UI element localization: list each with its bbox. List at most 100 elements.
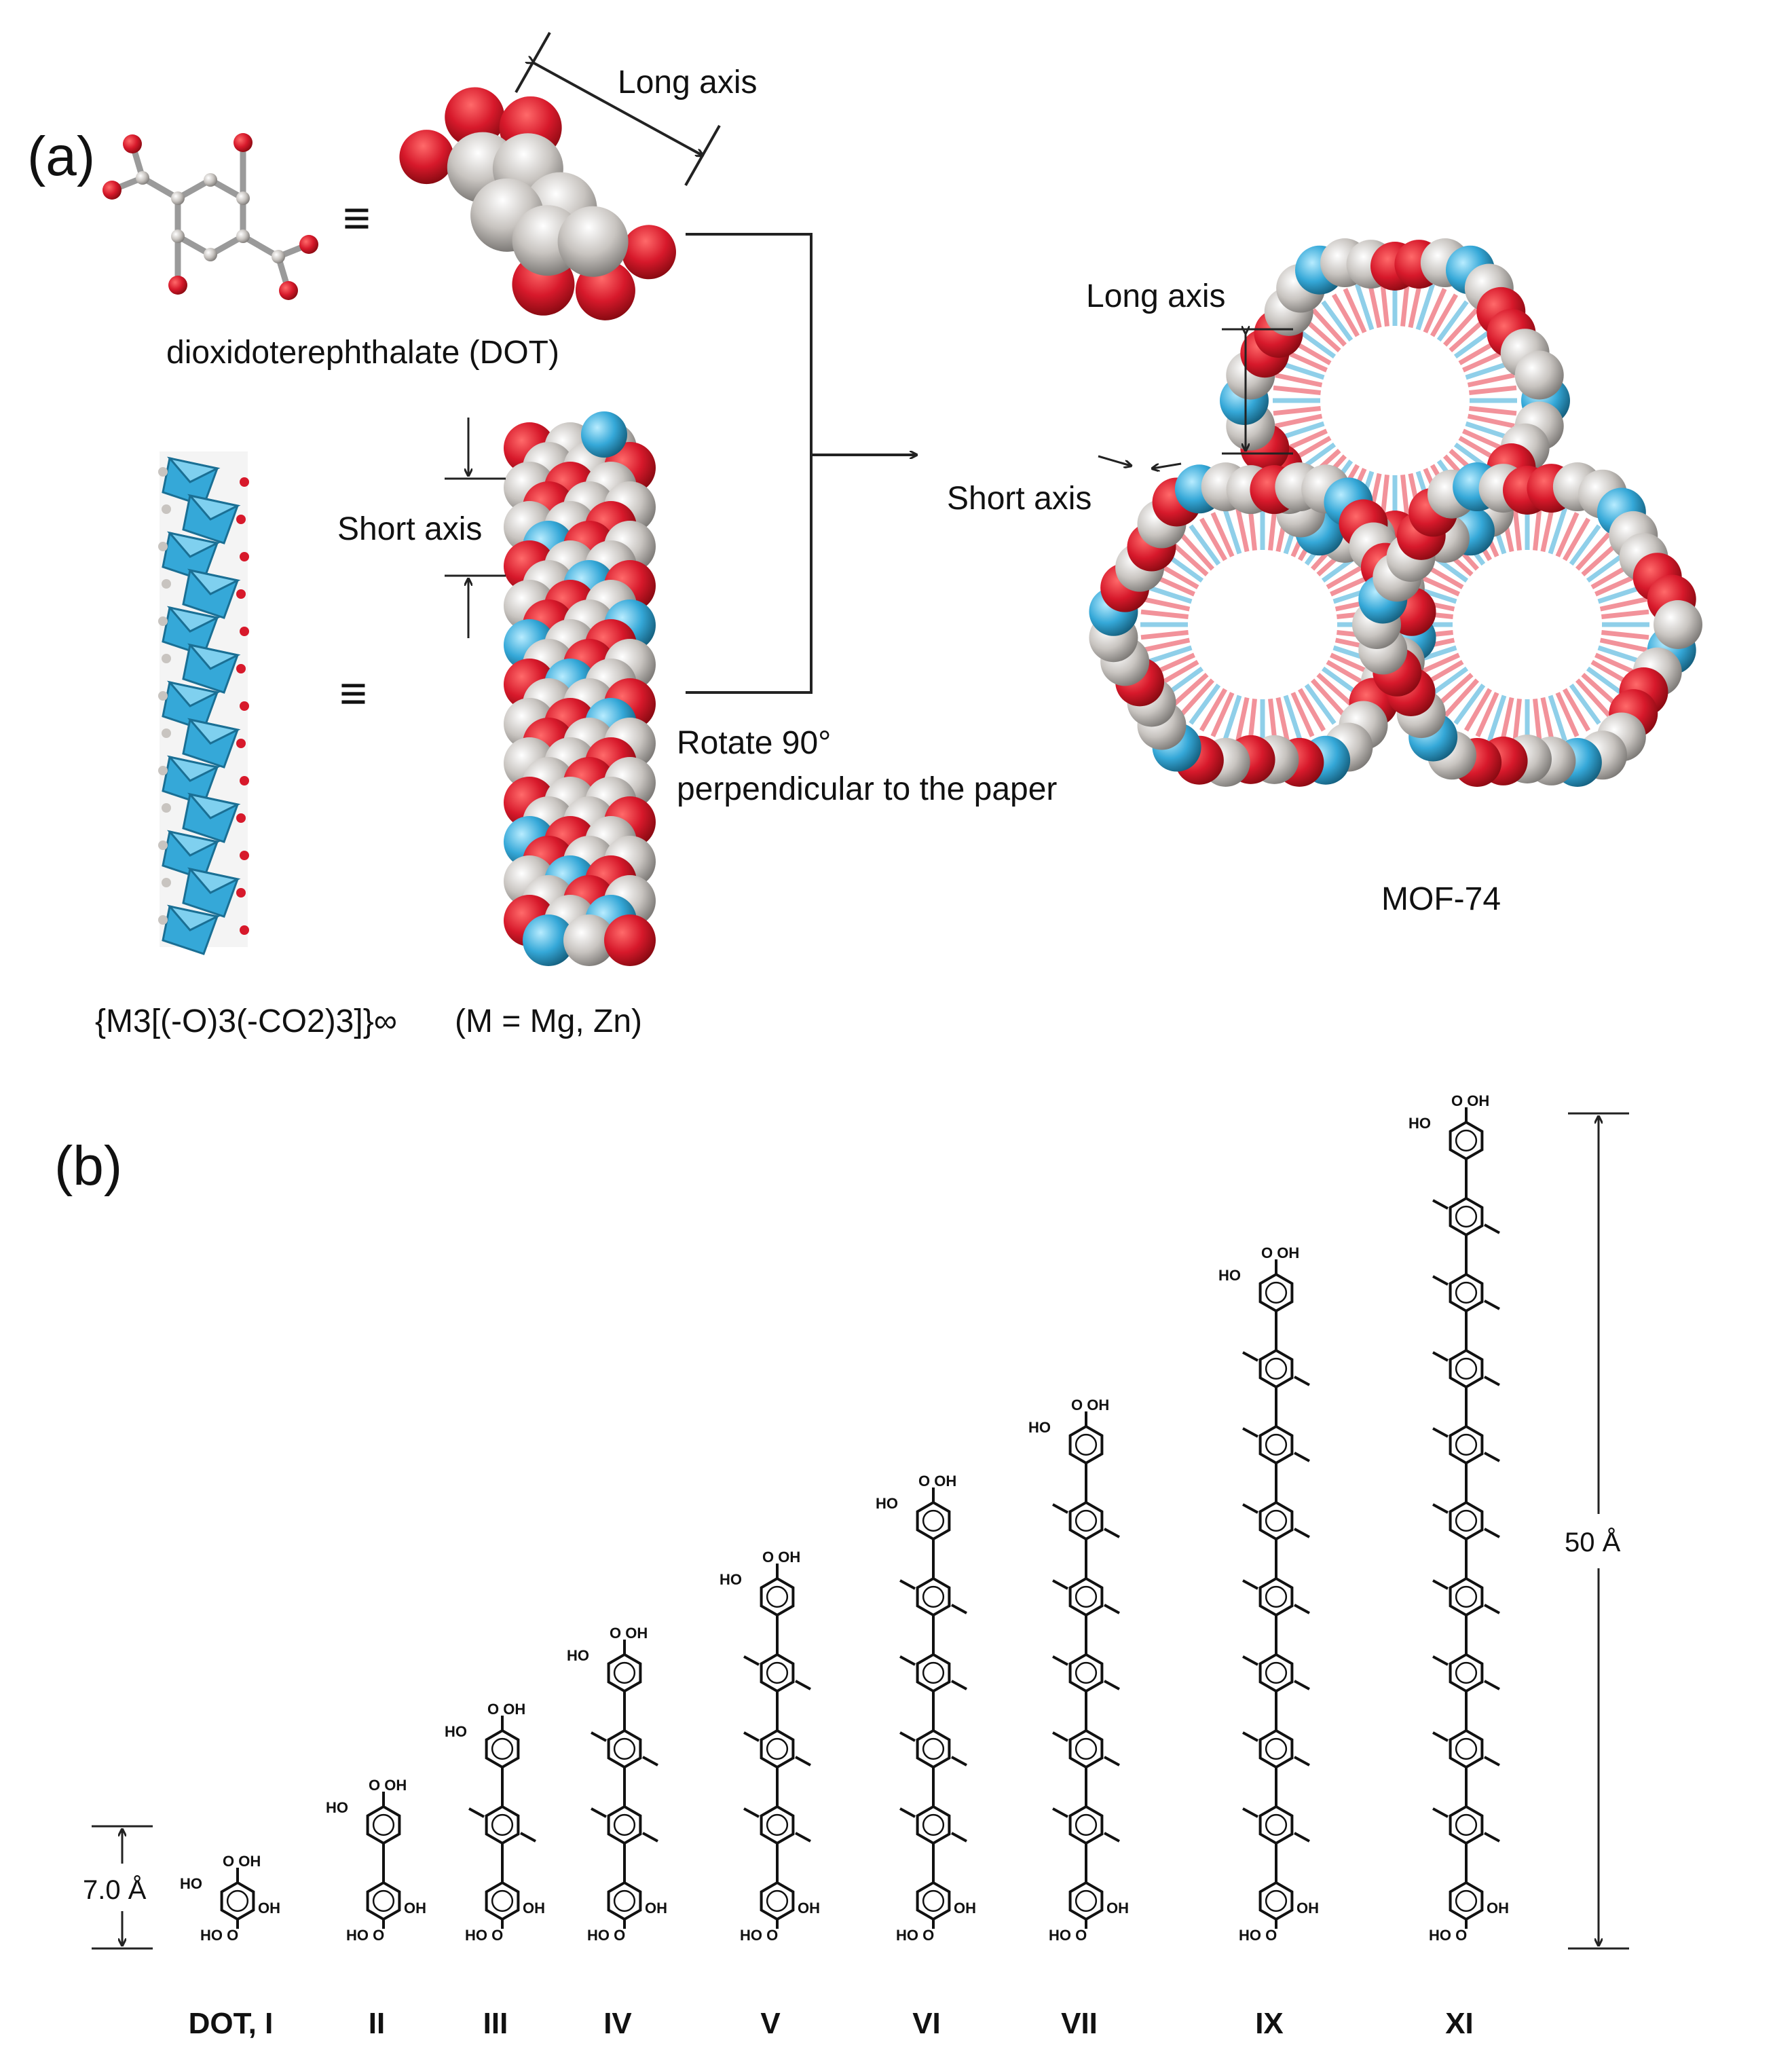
linker-label: XI — [1445, 2007, 1474, 2040]
aromatic-circle — [1455, 1889, 1478, 1912]
dot-ball-stick-model — [102, 133, 318, 300]
pore-channel-stripe — [1145, 645, 1193, 665]
pore-channel-stripe — [1601, 609, 1649, 619]
pore-channel-stripe — [1436, 300, 1469, 342]
pore-channel-stripe — [1575, 532, 1611, 571]
benzene-ring — [1258, 1424, 1294, 1465]
pore-channel-stripe — [1487, 695, 1507, 742]
hydroxyl-group: OH — [258, 1900, 280, 1917]
pore-channel-stripe — [1199, 688, 1228, 732]
panel-b-label: (b) — [54, 1135, 122, 1197]
methyl-group — [743, 1655, 760, 1666]
carboxylic-acid-group: O OH — [1451, 1092, 1489, 1109]
aromatic-circle — [613, 1661, 636, 1684]
carboxylic-acid-group: O OH — [918, 1473, 956, 1490]
carboxylic-acid-group: HO O — [1429, 1927, 1467, 1944]
pore-channel-stripe — [1430, 293, 1459, 337]
methyl-group — [1432, 1275, 1449, 1286]
benzene-ring — [1258, 1729, 1294, 1769]
carbon-atom — [162, 803, 171, 813]
pore-channel-stripe — [1569, 683, 1601, 725]
methyl-group — [1432, 1655, 1449, 1666]
carbon-atom — [158, 766, 168, 775]
benzene-ring — [916, 1576, 951, 1617]
pore-channel-stripe — [1189, 524, 1221, 566]
pore-channel-stripe — [1469, 406, 1517, 416]
pore-channel-stripe — [1210, 512, 1235, 557]
hydroxyl-group: OH — [798, 1900, 820, 1917]
carbon-atom — [162, 579, 171, 589]
benzene-ring — [1449, 1805, 1484, 1845]
pore-channel-stripe — [1275, 413, 1323, 428]
metal-octahedron-face — [187, 792, 241, 819]
aromatic-circle — [766, 1889, 789, 1912]
methyl-group — [1294, 1604, 1310, 1614]
pore-channel-stripe — [1475, 692, 1499, 737]
pore-channel-stripe — [1275, 697, 1290, 745]
methyl-group — [642, 1832, 658, 1843]
mof-long-axis-label: Long axis — [1086, 278, 1225, 314]
pore-channel-stripe — [1178, 678, 1214, 718]
long-length-dimension — [1568, 1112, 1629, 1950]
benzene-ring — [760, 1729, 795, 1769]
pore-channel-stripe — [1277, 421, 1325, 441]
mof-long-axis-dimension — [1222, 329, 1293, 455]
aromatic-circle — [1455, 1281, 1478, 1304]
long-axis-dimension — [515, 32, 721, 186]
benzene-ring — [1068, 1424, 1104, 1465]
equivalence-symbol-bottom: ≡ — [339, 667, 367, 720]
linker-label: II — [369, 2007, 385, 2040]
methyl-group — [1484, 1528, 1500, 1538]
pore-channel-stripe — [1311, 308, 1347, 347]
pore-channel-stripe — [1540, 697, 1555, 745]
pore-channel-stripe — [1415, 283, 1435, 331]
metal-atom — [523, 914, 574, 966]
long-axis-label: Long axis — [618, 64, 757, 100]
methyl-group — [1432, 1351, 1449, 1362]
aromatic-circle — [226, 1889, 249, 1912]
benzene-ring — [1068, 1500, 1104, 1541]
methyl-group — [899, 1579, 916, 1590]
aromatic-circle — [1455, 1129, 1478, 1152]
benzene-ring — [1258, 1500, 1294, 1541]
benzene-ring — [760, 1805, 795, 1845]
oxygen-atom — [236, 589, 246, 599]
methyl-group — [1242, 1655, 1258, 1666]
benzene-ring — [607, 1729, 642, 1769]
pore-channel-stripe — [1290, 692, 1315, 737]
aromatic-circle — [1455, 1509, 1478, 1532]
metal-octahedron-face — [166, 531, 221, 558]
methyl-group — [1294, 1832, 1310, 1843]
carbon-atom — [158, 840, 168, 850]
methyl-group — [1052, 1503, 1068, 1514]
pore-channel-stripe — [1367, 280, 1382, 329]
metal-octahedron-face — [166, 830, 221, 857]
benzene-ring — [760, 1881, 795, 1921]
carboxylic-acid-group: O OH — [1071, 1397, 1109, 1413]
pore-channel-stripe — [1222, 507, 1242, 555]
oxygen-atom — [240, 851, 249, 860]
sbu-polyhedral-rod — [158, 451, 249, 955]
pore-channel-stripe — [1210, 692, 1235, 737]
benzene-ring — [1068, 1729, 1104, 1769]
aromatic-circle — [1455, 1357, 1478, 1380]
methyl-group — [520, 1832, 536, 1843]
pore-channel-stripe — [1142, 637, 1191, 652]
methyl-group — [1484, 1223, 1500, 1234]
pore-channel-stripe — [1235, 504, 1250, 553]
pore-channel-stripe — [1599, 597, 1647, 612]
methyl-group — [743, 1807, 760, 1818]
pore-channel-stripe — [1283, 695, 1303, 742]
benzene-ring — [485, 1881, 520, 1921]
aromatic-circle — [1075, 1433, 1098, 1456]
methyl-group — [1432, 1427, 1449, 1438]
hydroxyl-group: HO — [876, 1495, 898, 1512]
benzene-ring — [1449, 1272, 1484, 1313]
pore-channel-stripe — [1343, 288, 1367, 333]
pore-channel-stripe — [1199, 517, 1228, 561]
pore-channel-stripe — [1465, 361, 1512, 380]
pore-channel-stripe — [1170, 673, 1209, 709]
